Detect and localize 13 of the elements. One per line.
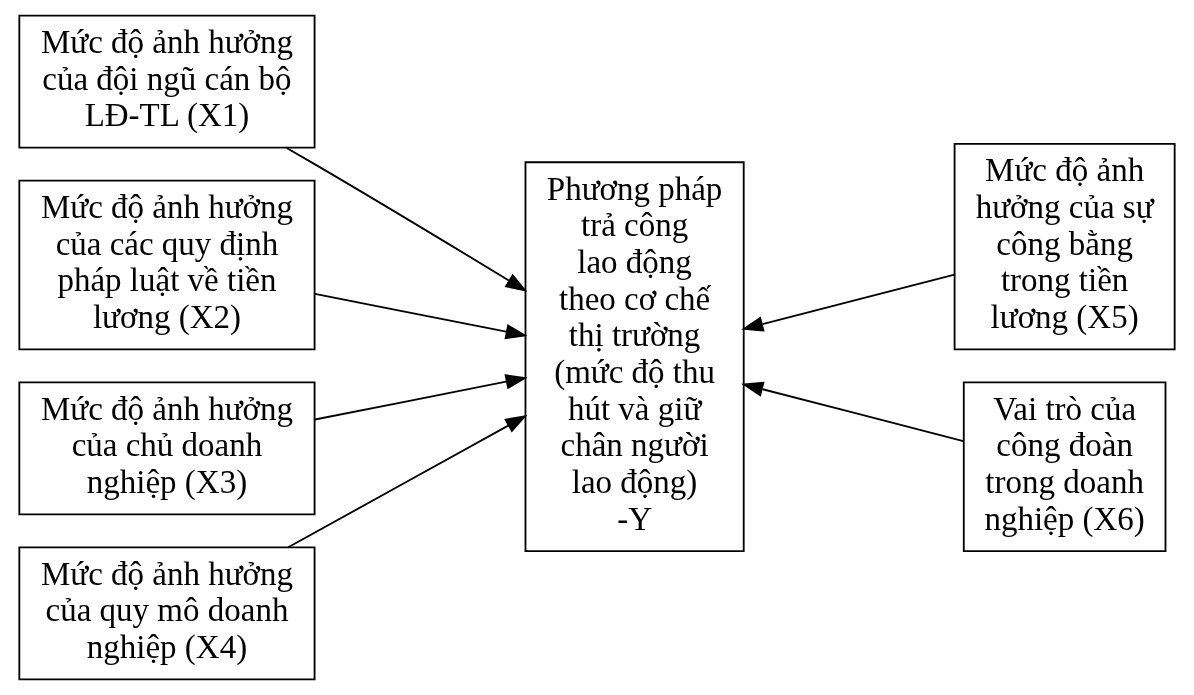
arrow xyxy=(314,292,528,340)
arrow xyxy=(741,273,956,332)
node-box: Mức độ ảnh hưởng của sự công bằng trong tiền lương (X5) xyxy=(953,143,1176,351)
node-box: Vai trò của công đoàn trong doanh nghiệp (X6) xyxy=(962,381,1167,552)
arrow xyxy=(314,374,528,421)
arrow xyxy=(741,381,965,442)
arrow xyxy=(287,415,528,549)
node-box: Mức độ ảnh hưởng của quy mô doanh nghiệp (X4) xyxy=(18,546,316,681)
node-box: Mức độ ảnh hưởng của các quy định pháp luật về tiền lương (X2) xyxy=(18,179,316,351)
node-box: Mức độ ảnh hưởng của đội ngũ cán bộ LĐ-TL (X1) xyxy=(18,14,316,149)
arrow xyxy=(285,147,528,292)
node-box: Phương pháp trả công lao động theo cơ chế thị trường (mức độ thu hút và giữ chân người lao động) -Y xyxy=(524,161,745,552)
node-box: Mức độ ảnh hưởng của chủ doanh nghiệp (X3) xyxy=(18,381,316,516)
